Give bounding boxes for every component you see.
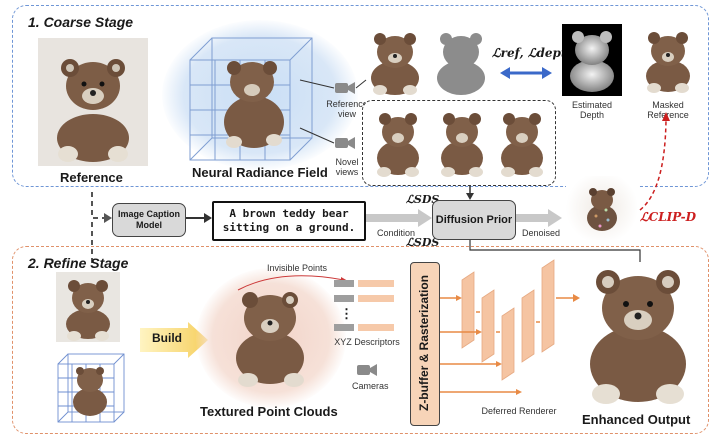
- ellipsis: ⋮: [340, 306, 353, 321]
- xyz-bar: [334, 280, 354, 287]
- enhanced-output-bear: [590, 270, 686, 404]
- textured-point-cloud-bear: [236, 292, 304, 387]
- coarse-stage-panel: [12, 5, 709, 187]
- renderer-plane: [461, 271, 475, 349]
- refine-nerf-cube: [57, 353, 125, 423]
- descriptor-bar: [358, 280, 394, 287]
- refine-stage-panel: [12, 246, 709, 434]
- build-arrow: [140, 322, 208, 358]
- xyz-bar: [334, 324, 354, 331]
- loss-sds-top-label: ℒSDS: [406, 193, 440, 206]
- refine-stage-title: 2. Refine Stage: [28, 255, 129, 271]
- nerf-label: Neural Radiance Field: [192, 165, 328, 180]
- enhanced-output-label: Enhanced Output: [582, 412, 691, 427]
- denoised-noisy-image: [566, 176, 638, 240]
- image-caption-model-label: Image Caption Model: [117, 209, 180, 230]
- caption-text-box: A brown teddy bear sitting on a ground.: [212, 201, 366, 241]
- loss-clip-d-label: ℒCLIP-D: [640, 210, 696, 224]
- reference-view-label: Reference view: [326, 99, 368, 119]
- build-label: Build: [152, 331, 182, 345]
- descriptor-bar: [358, 324, 394, 331]
- novel-view-bear: [501, 113, 543, 177]
- renderer-plane: [541, 259, 555, 353]
- camera-icon: [335, 82, 355, 94]
- novel-view-bear: [441, 113, 483, 177]
- image-caption-model-box: Image Caption Model: [112, 203, 186, 237]
- reference-image: [38, 38, 148, 166]
- zbuffer-box: [410, 262, 440, 426]
- xyz-label: XYZ: [334, 337, 352, 347]
- zbuffer-label: Z-buffer & Rasterization: [417, 275, 431, 412]
- xyz-bar: [334, 295, 354, 302]
- denoised-label: Denoised: [521, 228, 561, 238]
- loss-double-arrow: [500, 67, 552, 79]
- caption-text: A brown teddy bear sitting on a ground.: [222, 207, 356, 234]
- masked-reference-bear: [646, 32, 690, 93]
- renderer-plane: [481, 289, 495, 363]
- coarse-stage-title: 1. Coarse Stage: [28, 14, 134, 30]
- camera-icon: [335, 137, 355, 149]
- refine-reference-image: [56, 272, 120, 342]
- diffusion-prior-label: Diffusion Prior: [435, 214, 513, 226]
- novel-views-label: Novel views: [335, 157, 359, 177]
- descriptors-label: Descriptors: [354, 337, 400, 347]
- deferred-renderer-label: Deferred Renderer: [481, 406, 557, 416]
- masked-reference-label: Masked Reference: [647, 100, 689, 120]
- loss-sds-bottom-label: ℒSDS: [406, 236, 440, 249]
- renderer-plane: [521, 289, 535, 363]
- descriptor-bar: [358, 295, 394, 302]
- renderer-plane: [501, 307, 515, 381]
- rendered-reference-bear: [371, 33, 419, 95]
- camera-icon: [357, 364, 377, 376]
- estimated-depth-image: [562, 24, 622, 96]
- cameras-label: Cameras: [352, 381, 389, 391]
- nerf-cube: [189, 37, 313, 161]
- loss-ref-depth-label: ℒref, ℒdepth: [492, 46, 576, 60]
- invisible-points-label: Invisible Points: [266, 263, 328, 273]
- condition-label: Condition: [376, 228, 416, 238]
- textured-point-clouds-label: Textured Point Clouds: [200, 404, 338, 419]
- deferred-renderer: [440, 259, 580, 395]
- novel-view-bear: [377, 113, 419, 177]
- estimated-depth-label: Estimated Depth: [571, 100, 613, 120]
- reference-label: Reference: [60, 170, 123, 185]
- diffusion-prior-box: Diffusion Prior: [432, 200, 516, 240]
- rendered-depth-silhouette: [437, 33, 485, 95]
